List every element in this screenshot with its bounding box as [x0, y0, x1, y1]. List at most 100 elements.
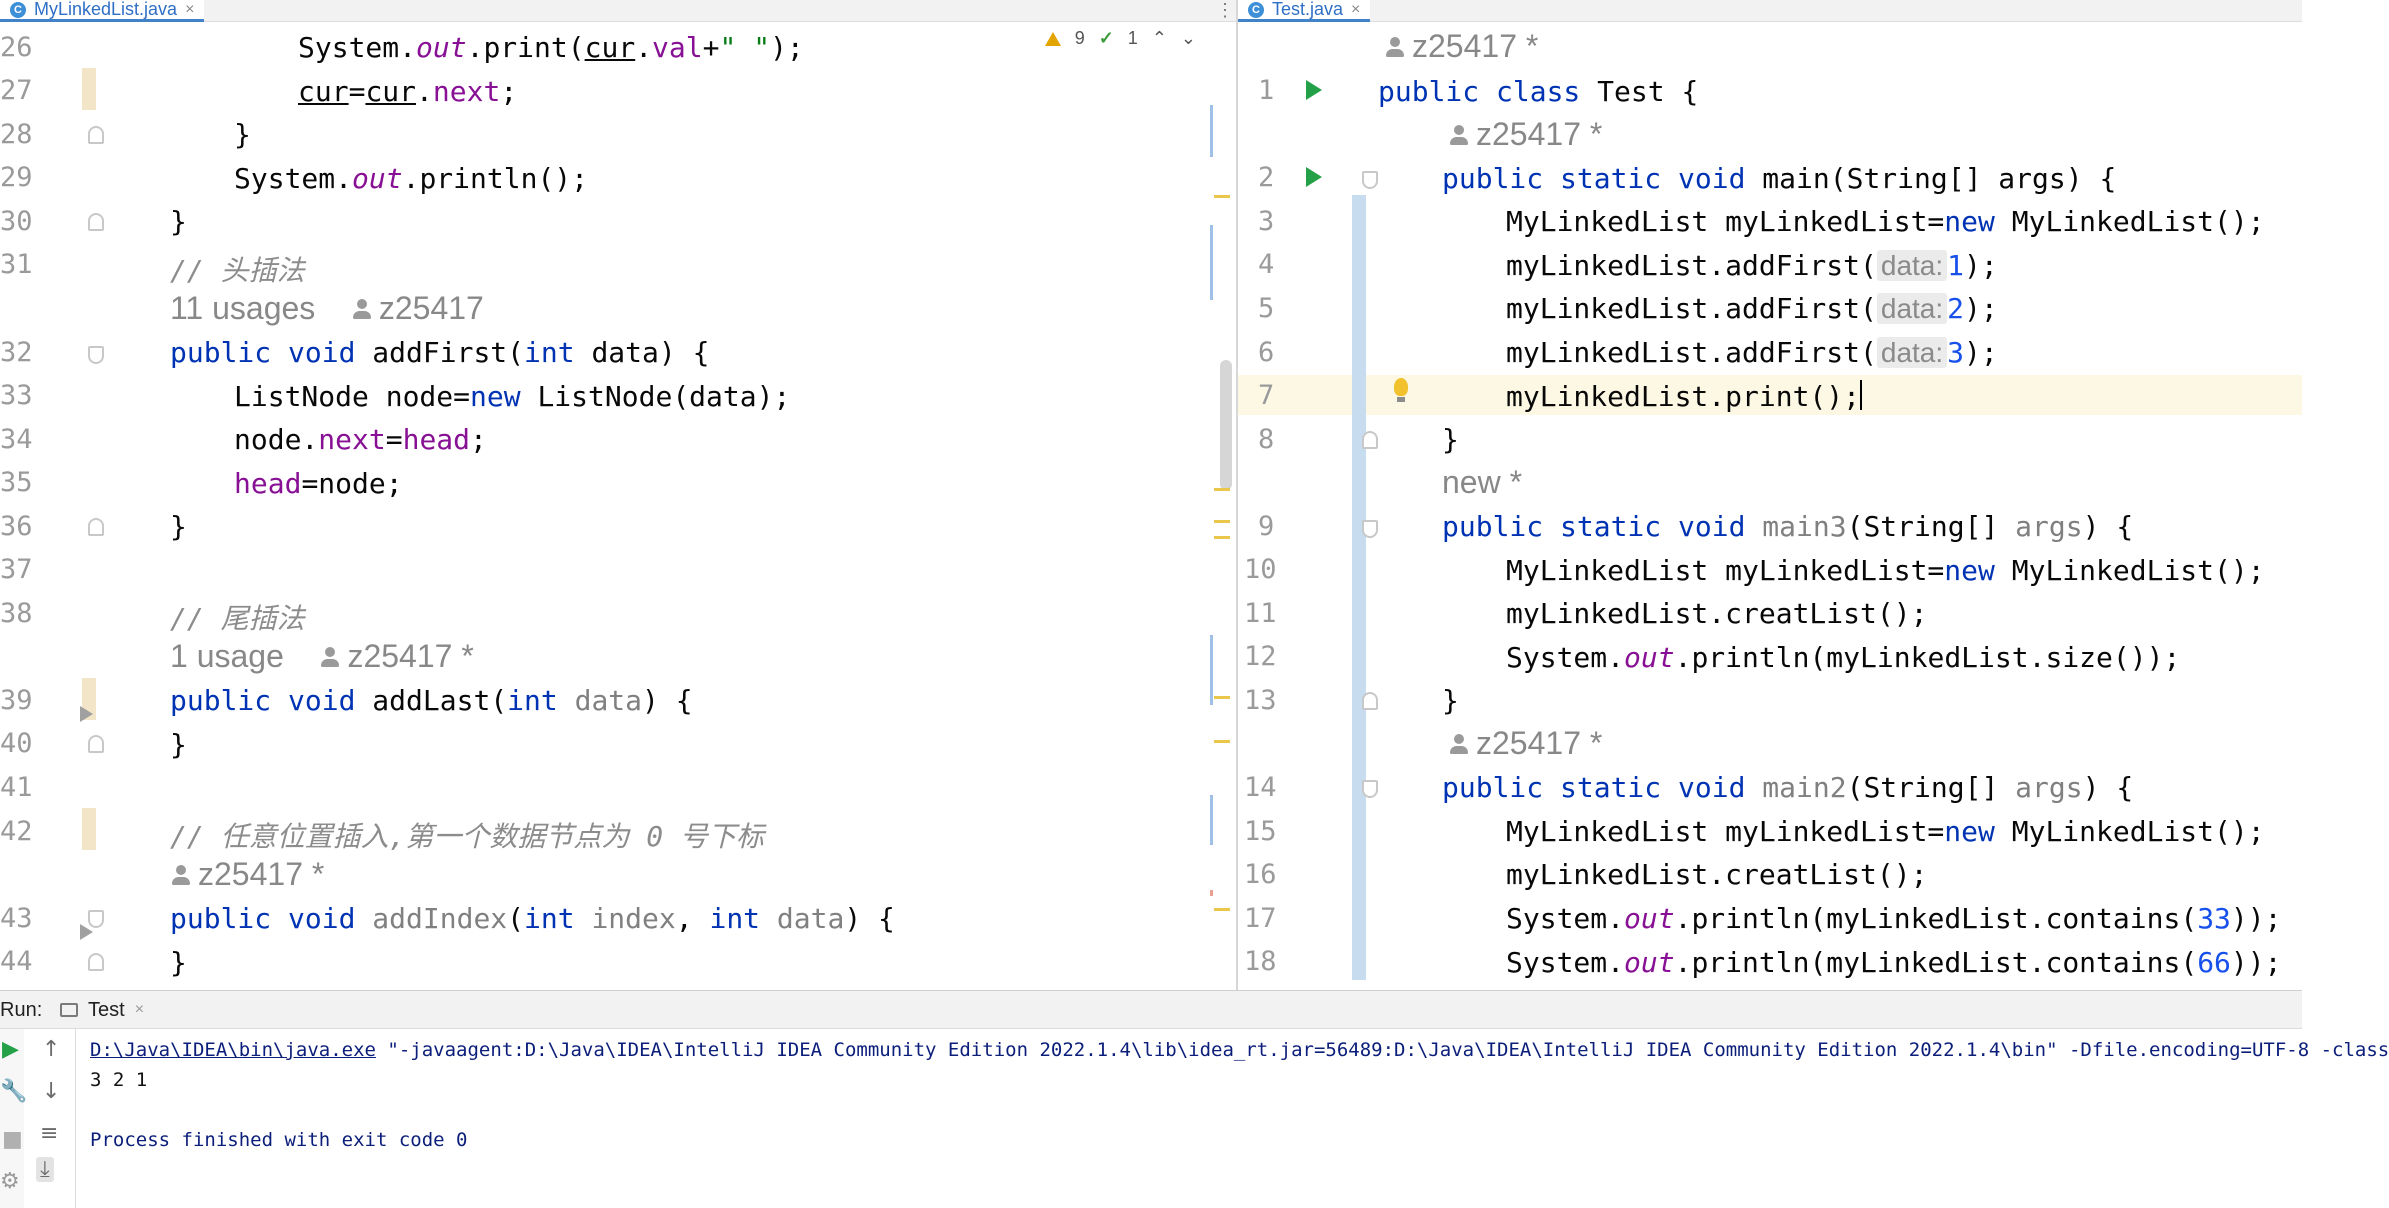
stop-icon[interactable]: ■ — [2, 1127, 23, 1152]
scroll-marker[interactable] — [1214, 740, 1230, 743]
fold-start-icon[interactable] — [1362, 520, 1378, 538]
code-line-6[interactable]: myLinkedList.addFirst(data:3); — [1506, 336, 1998, 369]
scroll-to-end-icon[interactable]: ⤓ — [36, 1157, 54, 1182]
author-hint[interactable]: z25417 * — [1412, 28, 1539, 64]
lightbulb-icon[interactable] — [1394, 378, 1408, 402]
run-tool-window[interactable]: Run: Test × ▶ 🔧 ■ ⚙ ↑ ↓ ≡ ⤓ D:\Java\IDEA… — [0, 990, 2389, 1208]
code-line-17[interactable]: System.out.println(myLinkedList.contains… — [1506, 902, 2281, 935]
fold-start-icon[interactable] — [88, 910, 104, 928]
code-line-44[interactable]: } — [170, 946, 187, 979]
tab-test-java[interactable]: C Test.java × — [1238, 0, 1371, 22]
modified-line-marker[interactable] — [82, 68, 96, 110]
code-line-2[interactable]: public static void main(String[] args) { — [1442, 162, 2116, 195]
code-vision-hint[interactable]: new * — [1442, 464, 1522, 501]
code-line-38[interactable]: // 尾插法 — [170, 602, 305, 635]
fold-end-icon[interactable] — [88, 126, 104, 144]
up-arrow-icon[interactable]: ↑ — [42, 1037, 61, 1062]
fold-end-icon[interactable] — [1362, 692, 1378, 710]
soft-wrap-icon[interactable]: ≡ — [40, 1121, 59, 1146]
fold-start-icon[interactable] — [1362, 171, 1378, 189]
code-line-13[interactable]: } — [1442, 684, 1459, 717]
left-scrollbar-thumb[interactable] — [1220, 360, 1232, 490]
code-line-36[interactable]: } — [170, 510, 187, 543]
fold-start-icon[interactable] — [1362, 780, 1378, 798]
code-line-16[interactable]: myLinkedList.creatList(); — [1506, 858, 1928, 891]
code-line-12[interactable]: System.out.println(myLinkedList.size()); — [1506, 641, 2180, 674]
next-highlight-icon[interactable]: ⌄ — [1180, 28, 1196, 48]
code-line-5[interactable]: myLinkedList.addFirst(data:2); — [1506, 292, 1998, 325]
fold-end-icon[interactable] — [88, 518, 104, 536]
implemented-method-icon[interactable] — [80, 924, 93, 940]
scroll-marker[interactable] — [1210, 795, 1213, 845]
scroll-marker[interactable] — [1214, 536, 1230, 539]
tab-list-menu-icon[interactable]: ⋮ — [1216, 0, 1234, 20]
editor-split-divider[interactable] — [1236, 0, 1238, 990]
scroll-marker[interactable] — [1210, 635, 1213, 705]
code-line-32[interactable]: public void addFirst(int data) { — [170, 336, 709, 369]
code-line-27[interactable]: cur=cur.next; — [298, 75, 517, 108]
fold-end-icon[interactable] — [1362, 431, 1378, 449]
fold-end-icon[interactable] — [88, 953, 104, 971]
implemented-method-icon[interactable] — [80, 706, 93, 722]
code-line-8[interactable]: } — [1442, 423, 1459, 456]
fold-end-icon[interactable] — [88, 735, 104, 753]
code-vision-hint[interactable]: z25417 * — [1448, 116, 1602, 153]
java-exe-link[interactable]: D:\Java\IDEA\bin\java.exe — [90, 1039, 376, 1061]
modified-line-marker[interactable] — [82, 808, 96, 850]
fold-end-icon[interactable] — [88, 213, 104, 231]
code-vision-hint[interactable]: 11 usages z25417 — [170, 290, 484, 327]
code-vision-hint[interactable]: z25417 * — [1448, 725, 1602, 762]
code-vision-hint[interactable]: z25417 * — [1384, 28, 1538, 65]
scroll-marker[interactable] — [1214, 696, 1230, 699]
code-line-10[interactable]: MyLinkedList myLinkedList=new MyLinkedLi… — [1506, 554, 2265, 587]
scroll-marker[interactable] — [1210, 890, 1213, 896]
inspection-widget[interactable]: 9 ✓ 1 ⌃ ⌄ — [1044, 28, 1196, 49]
tab-mylinkedlist-java[interactable]: C MyLinkedList.java × — [0, 0, 205, 22]
code-line-39[interactable]: public void addLast(int data) { — [170, 684, 693, 717]
code-line-9[interactable]: public static void main3(String[] args) … — [1442, 510, 2133, 543]
code-line-14[interactable]: public static void main2(String[] args) … — [1442, 771, 2133, 804]
code-line-4[interactable]: myLinkedList.addFirst(data:1); — [1506, 249, 1998, 282]
code-line-28[interactable]: } — [234, 118, 251, 151]
code-line-33[interactable]: ListNode node=new ListNode(data); — [234, 380, 790, 413]
code-line-35[interactable]: head=node; — [234, 467, 403, 500]
rerun-icon[interactable]: ▶ — [2, 1037, 19, 1062]
down-arrow-icon[interactable]: ↓ — [42, 1079, 61, 1104]
usages-hint[interactable]: 1 usage — [170, 638, 284, 674]
author-hint[interactable]: z25417 * — [1476, 116, 1603, 152]
settings-gear-icon[interactable]: ⚙ — [0, 1169, 20, 1194]
code-line-26[interactable]: System.out.print(cur.val+" "); — [298, 31, 804, 64]
code-line-7[interactable]: myLinkedList.print(); — [1506, 380, 1863, 413]
author-hint[interactable]: z25417 — [378, 290, 484, 326]
code-line-18[interactable]: System.out.println(myLinkedList.contains… — [1506, 946, 2281, 979]
code-line-3[interactable]: MyLinkedList myLinkedList=new MyLinkedLi… — [1506, 205, 2265, 238]
code-line-15[interactable]: MyLinkedList myLinkedList=new MyLinkedLi… — [1506, 815, 2265, 848]
code-line-31[interactable]: // 头插法 — [170, 254, 305, 287]
author-hint[interactable]: z25417 * — [198, 856, 325, 892]
code-line-1[interactable]: public class Test { — [1378, 75, 1698, 108]
scroll-marker[interactable] — [1214, 908, 1230, 911]
run-main-icon[interactable] — [1306, 167, 1322, 187]
usages-hint[interactable]: 11 usages — [170, 290, 316, 326]
changed-lines-bar[interactable] — [1352, 195, 1366, 980]
code-line-30[interactable]: } — [170, 205, 187, 238]
code-line-34[interactable]: node.next=head; — [234, 423, 487, 456]
fold-start-icon[interactable] — [88, 346, 104, 364]
run-tab-test[interactable]: Test × — [60, 991, 144, 1029]
scroll-marker[interactable] — [1214, 195, 1230, 198]
close-tab-icon[interactable]: × — [185, 0, 195, 18]
previous-highlight-icon[interactable]: ⌃ — [1151, 28, 1167, 48]
scroll-marker[interactable] — [1210, 105, 1213, 157]
code-line-43[interactable]: public void addIndex(int index, int data… — [170, 902, 895, 935]
code-line-42[interactable]: // 任意位置插入,第一个数据节点为 0 号下标 — [170, 820, 765, 853]
code-line-11[interactable]: myLinkedList.creatList(); — [1506, 597, 1928, 630]
wrench-icon[interactable]: 🔧 — [0, 1079, 28, 1104]
scroll-marker[interactable] — [1210, 225, 1213, 300]
run-class-icon[interactable] — [1306, 80, 1322, 100]
author-hint[interactable]: new * — [1442, 464, 1523, 500]
code-line-40[interactable]: } — [170, 728, 187, 761]
code-vision-hint[interactable]: z25417 * — [170, 856, 324, 893]
left-editor-pane[interactable]: C MyLinkedList.java × 9 ✓ 1 ⌃ ⌄ 26 27 28… — [0, 0, 1236, 990]
code-vision-hint[interactable]: 1 usage z25417 * — [170, 638, 474, 675]
close-tab-icon[interactable]: × — [1351, 0, 1361, 18]
